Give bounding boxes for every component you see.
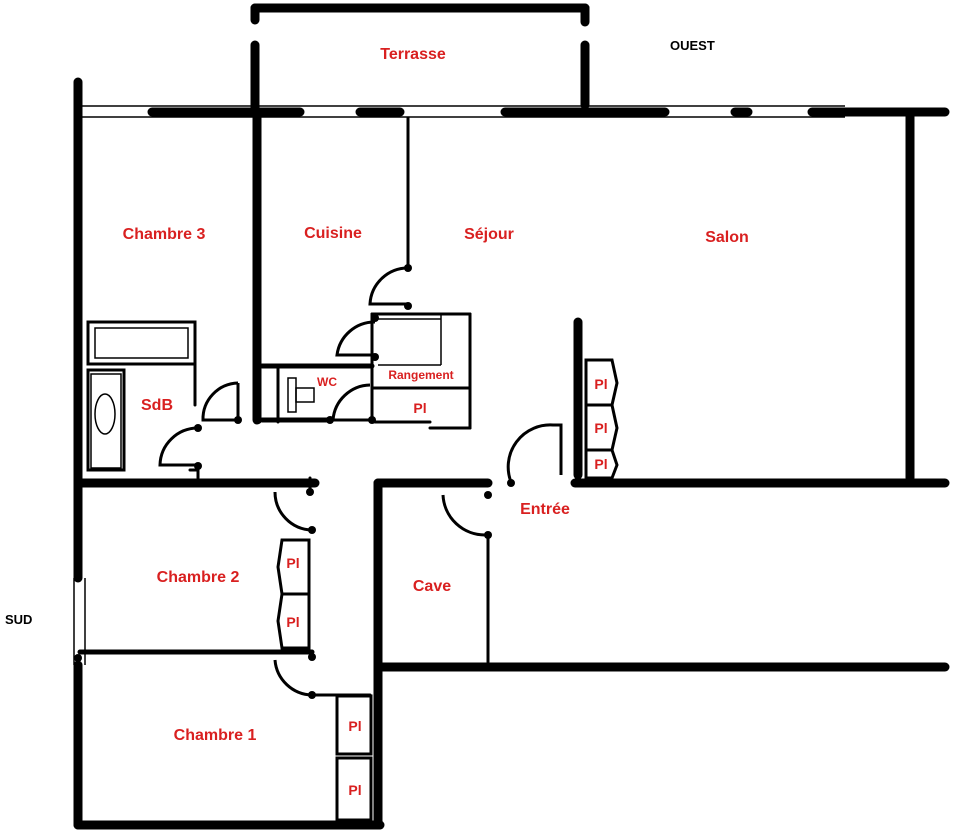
terrace-walls: [250, 3, 590, 113]
room-label-cuisine: Cuisine: [304, 225, 362, 242]
outer-walls: [73, 77, 915, 830]
room-label-terrasse: Terrasse: [380, 46, 446, 63]
room-label-salon: Salon: [705, 229, 749, 246]
closet-label-salon-1: Pl: [594, 376, 607, 392]
room-label-sdb: SdB: [141, 397, 173, 414]
closet-label-salon-3: Pl: [594, 456, 607, 472]
direction-south-label: SUD: [5, 612, 32, 627]
room-label-cave: Cave: [413, 578, 451, 595]
room-label-chambre1: Chambre 1: [174, 727, 257, 744]
closet-label-chambre1-2: Pl: [348, 782, 361, 798]
room-label-entree: Entrée: [520, 501, 570, 518]
direction-west-label: OUEST: [670, 38, 715, 53]
room-label-wc: WC: [317, 375, 337, 389]
room-labels: Terrasse Chambre 3 Cuisine Séjour Salon …: [123, 46, 749, 744]
wc-storage-block: [259, 312, 472, 430]
interior-walls: [75, 107, 950, 830]
closet-label-rangement: Pl: [413, 400, 426, 416]
bathroom-fixtures: [86, 320, 197, 472]
room-label-chambre2: Chambre 2: [157, 569, 240, 586]
north-facade: [82, 105, 950, 118]
closet-label-chambre2-2: Pl: [286, 614, 299, 630]
room-label-chambre3: Chambre 3: [123, 226, 206, 243]
closet-label-chambre2-1: Pl: [286, 555, 299, 571]
closet-label-chambre1-1: Pl: [348, 718, 361, 734]
closet-labels: Pl Pl Pl Pl Pl Pl Pl Pl: [286, 376, 607, 798]
hinge-dots: [74, 264, 515, 699]
room-label-sejour: Séjour: [464, 226, 514, 243]
room-label-rangement: Rangement: [388, 368, 453, 382]
closet-label-salon-2: Pl: [594, 420, 607, 436]
